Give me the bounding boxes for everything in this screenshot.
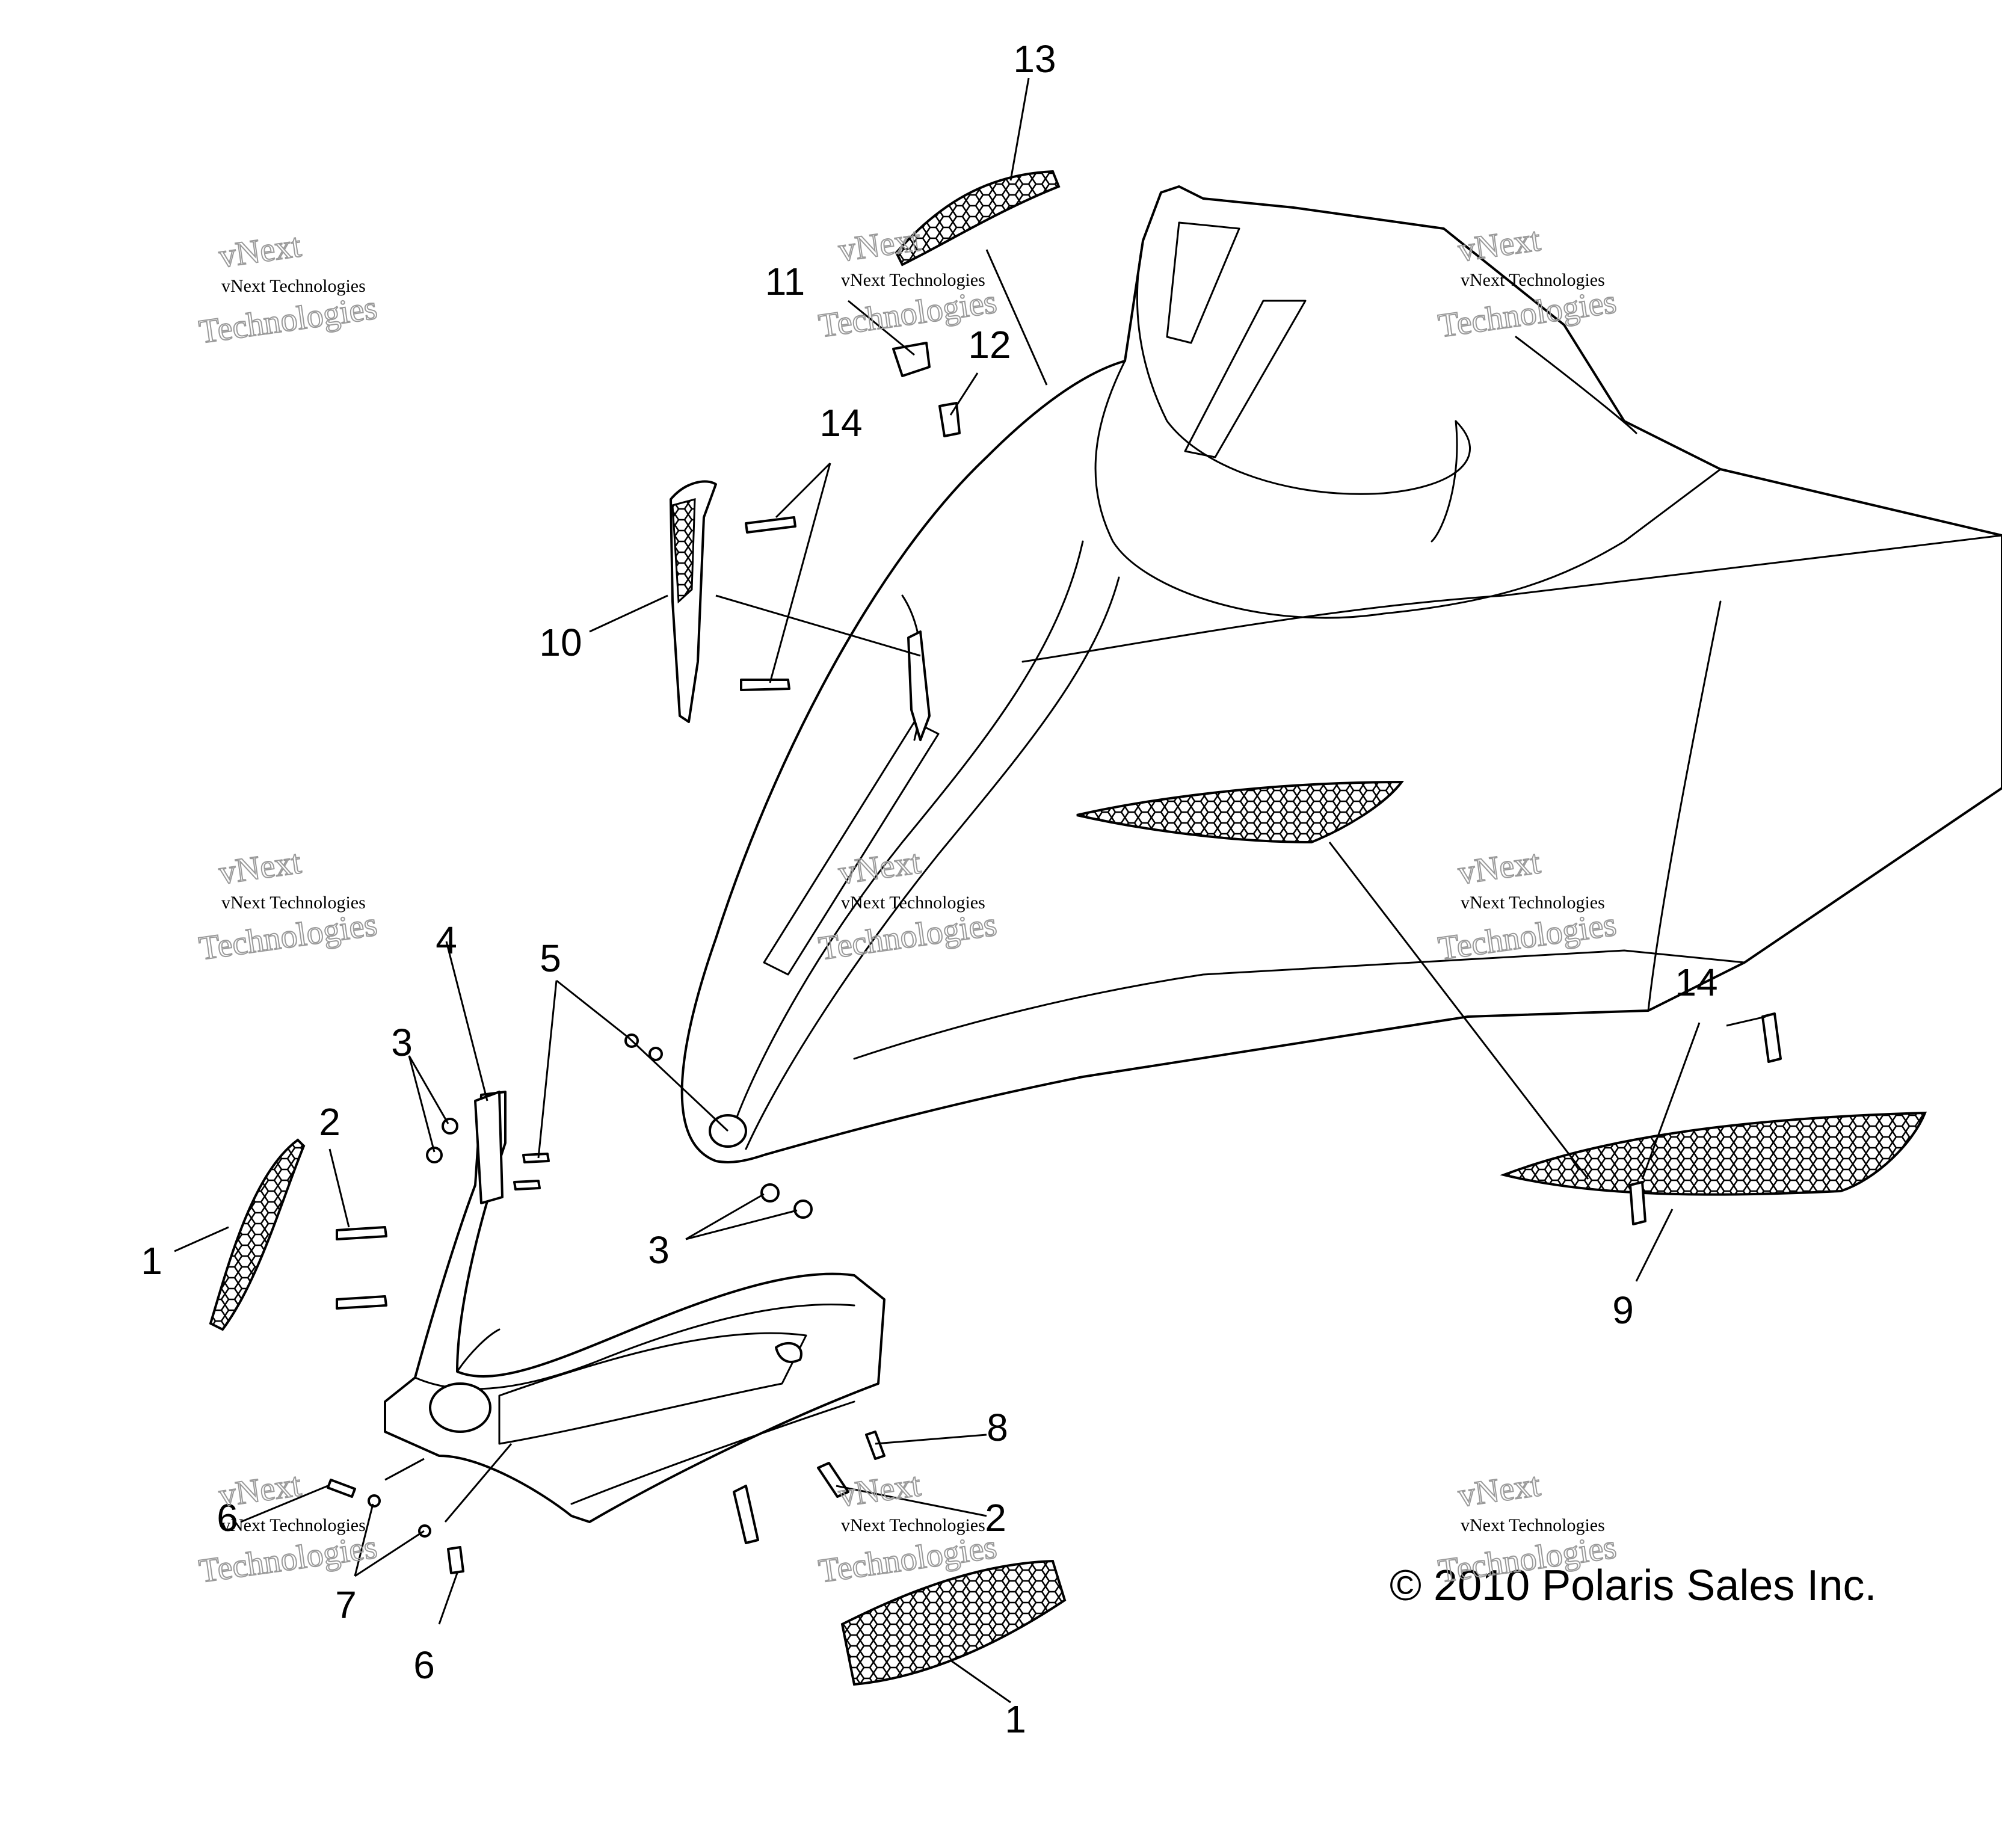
leader-lines (174, 78, 1766, 1704)
callout-4: 4 (436, 919, 457, 962)
callout-11: 11 (765, 260, 805, 303)
fasteners (327, 1012, 1782, 1574)
watermark-top-left: vNext vNext Technologies Technologies (196, 226, 380, 351)
callout-2-lower: 2 (985, 1496, 1006, 1539)
clip-part-11 (892, 342, 931, 377)
watermark-line2: vNext Technologies (221, 276, 366, 296)
bumper-assembly (384, 1091, 886, 1523)
watermark-bottom-center: vNext vNext Technologies Technologies (816, 1465, 1000, 1591)
watermark-line2: vNext Technologies (221, 1515, 366, 1535)
callout-12: 12 (968, 323, 1011, 366)
callout-14-top: 14 (819, 401, 862, 445)
callout-3-lower: 3 (648, 1228, 670, 1272)
callout-6-left: 6 (217, 1496, 238, 1539)
watermark-top-right: vNext vNext Technologies Technologies (1435, 220, 1619, 345)
watermark-bottom-left: vNext vNext Technologies Technologies (196, 1465, 380, 1591)
callout-10: 10 (539, 621, 582, 664)
watermark-line1: vNext (217, 1466, 304, 1515)
callout-13: 13 (1013, 37, 1056, 81)
callout-2-upper: 2 (319, 1100, 340, 1144)
hood-side-vent-slot (907, 630, 931, 741)
watermark-line1: vNext (217, 843, 304, 892)
callouts: 13 11 12 14 10 4 5 3 2 1 3 14 9 8 2 6 7 … (141, 37, 1717, 1741)
watermark-line1: vNext (1456, 221, 1543, 270)
watermark-line2: vNext Technologies (841, 1515, 985, 1535)
callout-5: 5 (540, 937, 561, 980)
watermark-line3: Technologies (197, 905, 380, 967)
screw-part-12 (938, 402, 961, 437)
watermark-line1: vNext (1456, 1466, 1543, 1515)
callout-3-upper: 3 (391, 1021, 413, 1064)
grille-part-1-bottom (840, 1559, 1067, 1686)
watermark-line2: vNext Technologies (841, 893, 985, 913)
callout-6-bottom: 6 (413, 1643, 435, 1687)
watermark-line3: Technologies (197, 289, 380, 351)
watermark-mid-left: vNext vNext Technologies Technologies (196, 843, 380, 968)
callout-14-right: 14 (1675, 961, 1717, 1004)
side-vent-mesh (671, 498, 696, 604)
watermark-line2: vNext Technologies (1461, 270, 1605, 290)
callout-1-left: 1 (141, 1239, 162, 1283)
watermark-line2: vNext Technologies (1461, 1515, 1605, 1535)
watermark-line2: vNext Technologies (841, 270, 985, 290)
hood (680, 185, 2002, 1163)
top-vent-part-13 (895, 170, 1061, 266)
watermark-line2: vNext Technologies (1461, 893, 1605, 913)
watermark-line1: vNext (836, 1466, 923, 1515)
callout-9: 9 (1612, 1289, 1634, 1332)
callout-1-bottom: 1 (1005, 1698, 1026, 1741)
copyright-notice: © 2010 Polaris Sales Inc. (1390, 1562, 1876, 1610)
callout-8: 8 (987, 1406, 1008, 1449)
hood-side-grille (1076, 780, 1405, 844)
callout-7: 7 (335, 1583, 357, 1627)
watermark-line1: vNext (217, 227, 304, 276)
grille-part-9 (1500, 1111, 1927, 1196)
vent-part-1-left (209, 1138, 306, 1331)
watermark-line2: vNext Technologies (221, 893, 366, 913)
rivet-part-14-upper (740, 516, 796, 691)
